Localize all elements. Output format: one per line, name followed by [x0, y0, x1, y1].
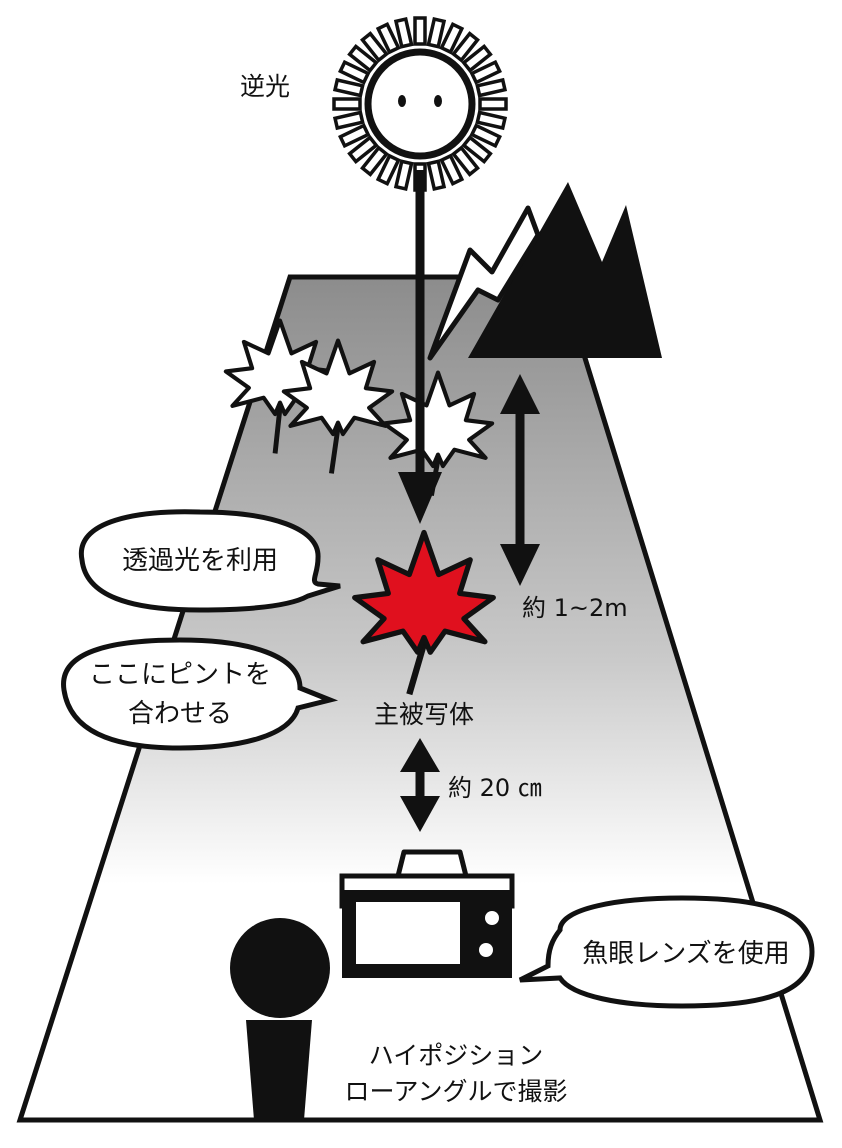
subject-label: 主被写体	[374, 700, 474, 729]
backlight-arrow-icon	[398, 170, 442, 524]
sun-ray	[469, 123, 502, 149]
fisheye-lens-label: 魚眼レンズを使用	[582, 939, 789, 969]
sun-ray	[439, 22, 465, 55]
sun-ray	[332, 77, 365, 98]
sun-ray	[475, 110, 508, 131]
focus-bubble	[61, 637, 339, 751]
sun-ray	[375, 22, 401, 55]
sun-ray	[360, 145, 389, 177]
distance-arrow-subject-icon	[400, 738, 440, 832]
sun-ray	[347, 135, 379, 164]
sun-icon	[332, 16, 508, 192]
sun-ray	[413, 16, 427, 46]
focus-label-line2: 合わせる	[128, 699, 232, 729]
sun-ray	[393, 16, 414, 49]
maple-leaf-icon	[355, 533, 494, 696]
camera-icon	[339, 849, 515, 978]
position-label-line2: ローアングルで撮影	[344, 1077, 567, 1106]
sun-ray	[375, 153, 401, 186]
mountain-icon	[427, 182, 662, 361]
background-leaf-1-icon	[226, 321, 334, 454]
fisheye-bubble	[518, 895, 815, 1009]
sun-ray	[332, 97, 362, 111]
backlight-label: 逆光	[240, 72, 290, 101]
sun-ray	[469, 59, 502, 85]
distance-arrow-background-icon	[500, 374, 540, 586]
sun-ray	[426, 16, 447, 49]
sun-ray	[426, 159, 447, 192]
position-label-line1: ハイポジション	[369, 1041, 544, 1070]
sun-ray	[451, 31, 480, 63]
sun-ray	[360, 31, 389, 63]
sun-ray	[332, 110, 365, 131]
distance-subject-label: 約 20 ㎝	[448, 774, 542, 802]
distance-background-label: 約 1~2m	[522, 594, 628, 622]
sun-ray	[461, 44, 493, 73]
background-leaf-2-icon	[284, 341, 392, 474]
transmitted-light-bubble	[78, 509, 341, 613]
sun-ray	[393, 159, 414, 192]
sun-ray	[347, 44, 379, 73]
sun-ray	[461, 135, 493, 164]
photographer-icon	[230, 918, 330, 1120]
focus-label-line1: ここにピントを	[89, 660, 271, 690]
sun-ray	[451, 145, 480, 177]
sun-ray	[439, 153, 465, 186]
sun-ray	[475, 77, 508, 98]
sun-ray	[478, 97, 508, 111]
sun-ray	[338, 59, 371, 85]
transmitted-light-label: 透過光を利用	[122, 546, 278, 576]
sun-ray	[338, 123, 371, 149]
